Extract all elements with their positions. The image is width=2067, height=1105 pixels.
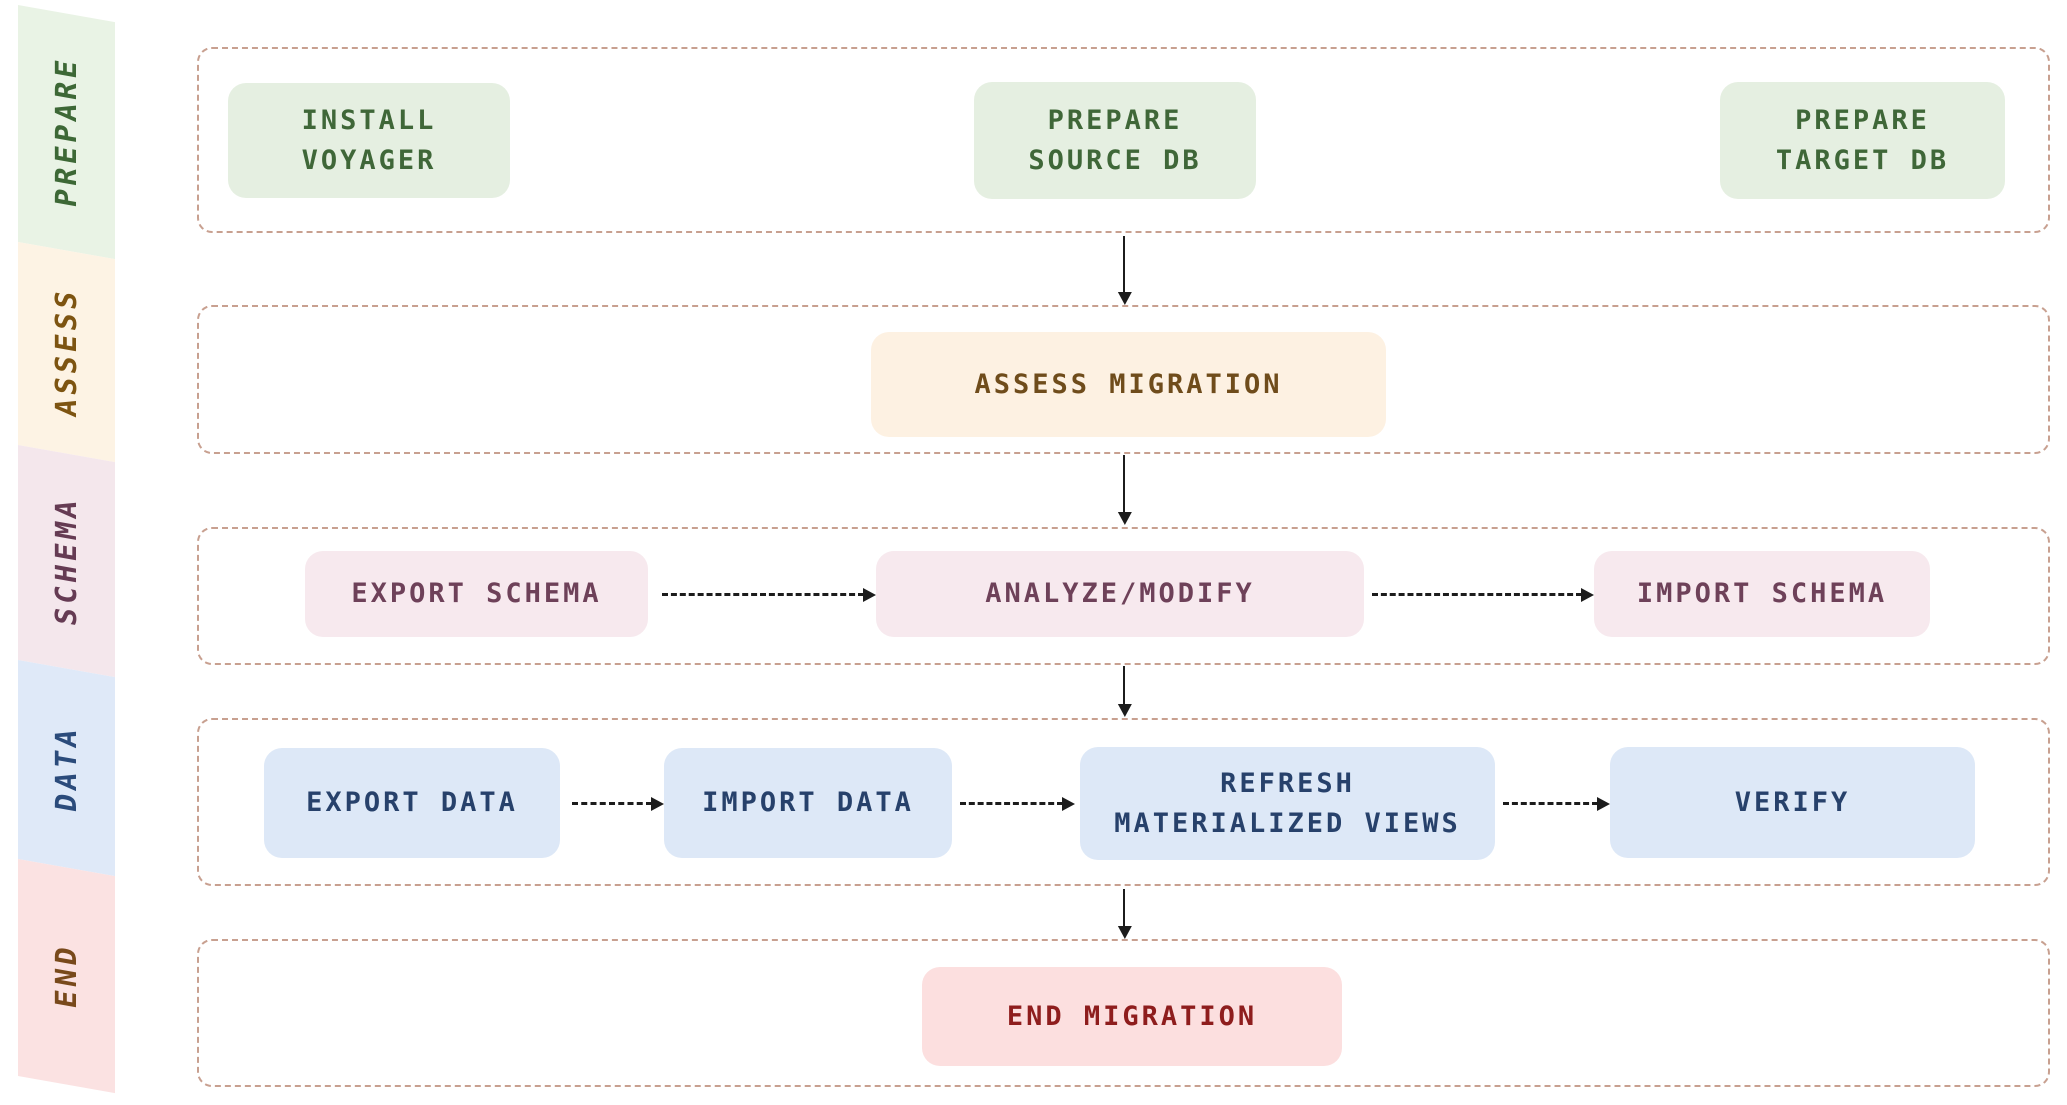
lane-data <box>197 718 2050 886</box>
ribbon-label-data: DATA <box>49 722 83 814</box>
node-export-schema: EXPORT SCHEMA <box>305 551 648 637</box>
arrow-import-data-to-refresh <box>960 797 1075 811</box>
node-export-data: EXPORT DATA <box>264 748 560 858</box>
node-analyze-modify: ANALYZE/MODIFY <box>876 551 1364 637</box>
arrow-schema-to-data <box>1123 666 1125 705</box>
node-end-migration: END MIGRATION <box>922 967 1342 1066</box>
node-assess-migration: ASSESS MIGRATION <box>871 332 1386 437</box>
arrow-data-to-end <box>1123 889 1125 927</box>
ribbon-label-prepare: PREPARE <box>49 53 83 211</box>
arrow-export-schema-to-analyze <box>662 588 876 602</box>
arrow-analyze-to-import-schema <box>1372 588 1594 602</box>
node-prepare-target-db: PREPARE TARGET DB <box>1720 82 2005 199</box>
node-import-schema: IMPORT SCHEMA <box>1594 551 1930 637</box>
node-refresh-materialized-views: REFRESH MATERIALIZED VIEWS <box>1080 747 1495 860</box>
ribbon-segment-prepare: PREPARE <box>18 5 115 260</box>
ribbon-segment-data: DATA <box>18 660 115 877</box>
ribbon-segment-end: END <box>18 859 115 1094</box>
lane-schema <box>197 527 2050 665</box>
arrow-prepare-to-assess <box>1123 236 1125 293</box>
node-prepare-source-db: PREPARE SOURCE DB <box>974 82 1256 199</box>
node-install-voyager: INSTALL VOYAGER <box>228 83 510 198</box>
ribbon-segment-assess: ASSESS <box>18 242 115 463</box>
ribbon-label-end: END <box>49 940 83 1012</box>
ribbon-label-schema: SCHEMA <box>49 493 83 629</box>
ribbon-label-assess: ASSESS <box>49 284 83 420</box>
arrow-assess-to-schema <box>1123 455 1125 513</box>
lane-end <box>197 939 2050 1087</box>
lane-prepare <box>197 47 2050 233</box>
ribbon-segment-schema: SCHEMA <box>18 445 115 678</box>
arrow-export-data-to-import-data <box>572 797 664 811</box>
arrow-refresh-to-verify <box>1503 797 1610 811</box>
phase-ribbon: PREPARE ASSESS SCHEMA DATA END <box>18 5 115 1094</box>
lane-assess <box>197 305 2050 454</box>
node-verify: VERIFY <box>1610 747 1975 858</box>
node-import-data: IMPORT DATA <box>664 748 952 858</box>
